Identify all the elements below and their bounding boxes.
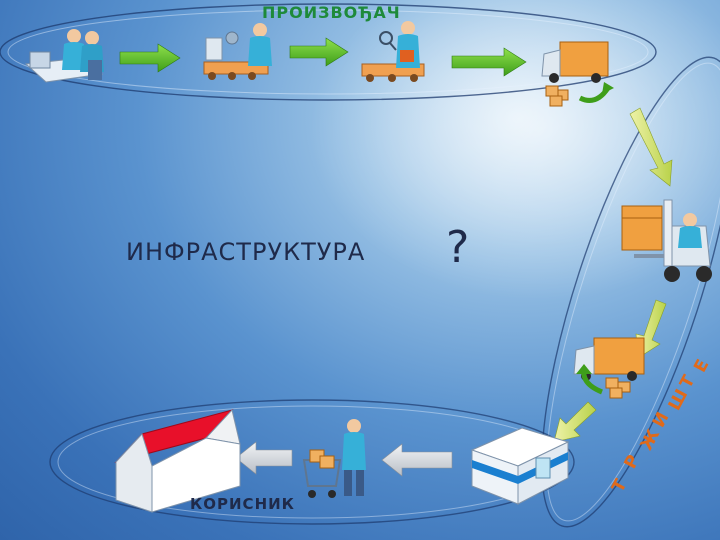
delivery-truck-icon (574, 338, 644, 398)
office-workers-icon (26, 29, 104, 82)
arrow-right-1 (120, 44, 180, 72)
consumer-label: КОРИСНИК (190, 495, 295, 513)
arrow-down-3 (554, 402, 596, 442)
arrow-left-1 (382, 444, 452, 476)
shopping-cart-person-icon (304, 419, 366, 498)
producer-label: ПРОИЗВОЂАЧ (262, 3, 401, 22)
infrastructure-label: ИНФРАСТРУКТУРА (126, 238, 365, 266)
shop-building-icon (472, 428, 568, 504)
arrow-left-2 (236, 442, 292, 474)
question-mark: ? (446, 222, 469, 273)
factory-machine-icon (204, 23, 272, 80)
